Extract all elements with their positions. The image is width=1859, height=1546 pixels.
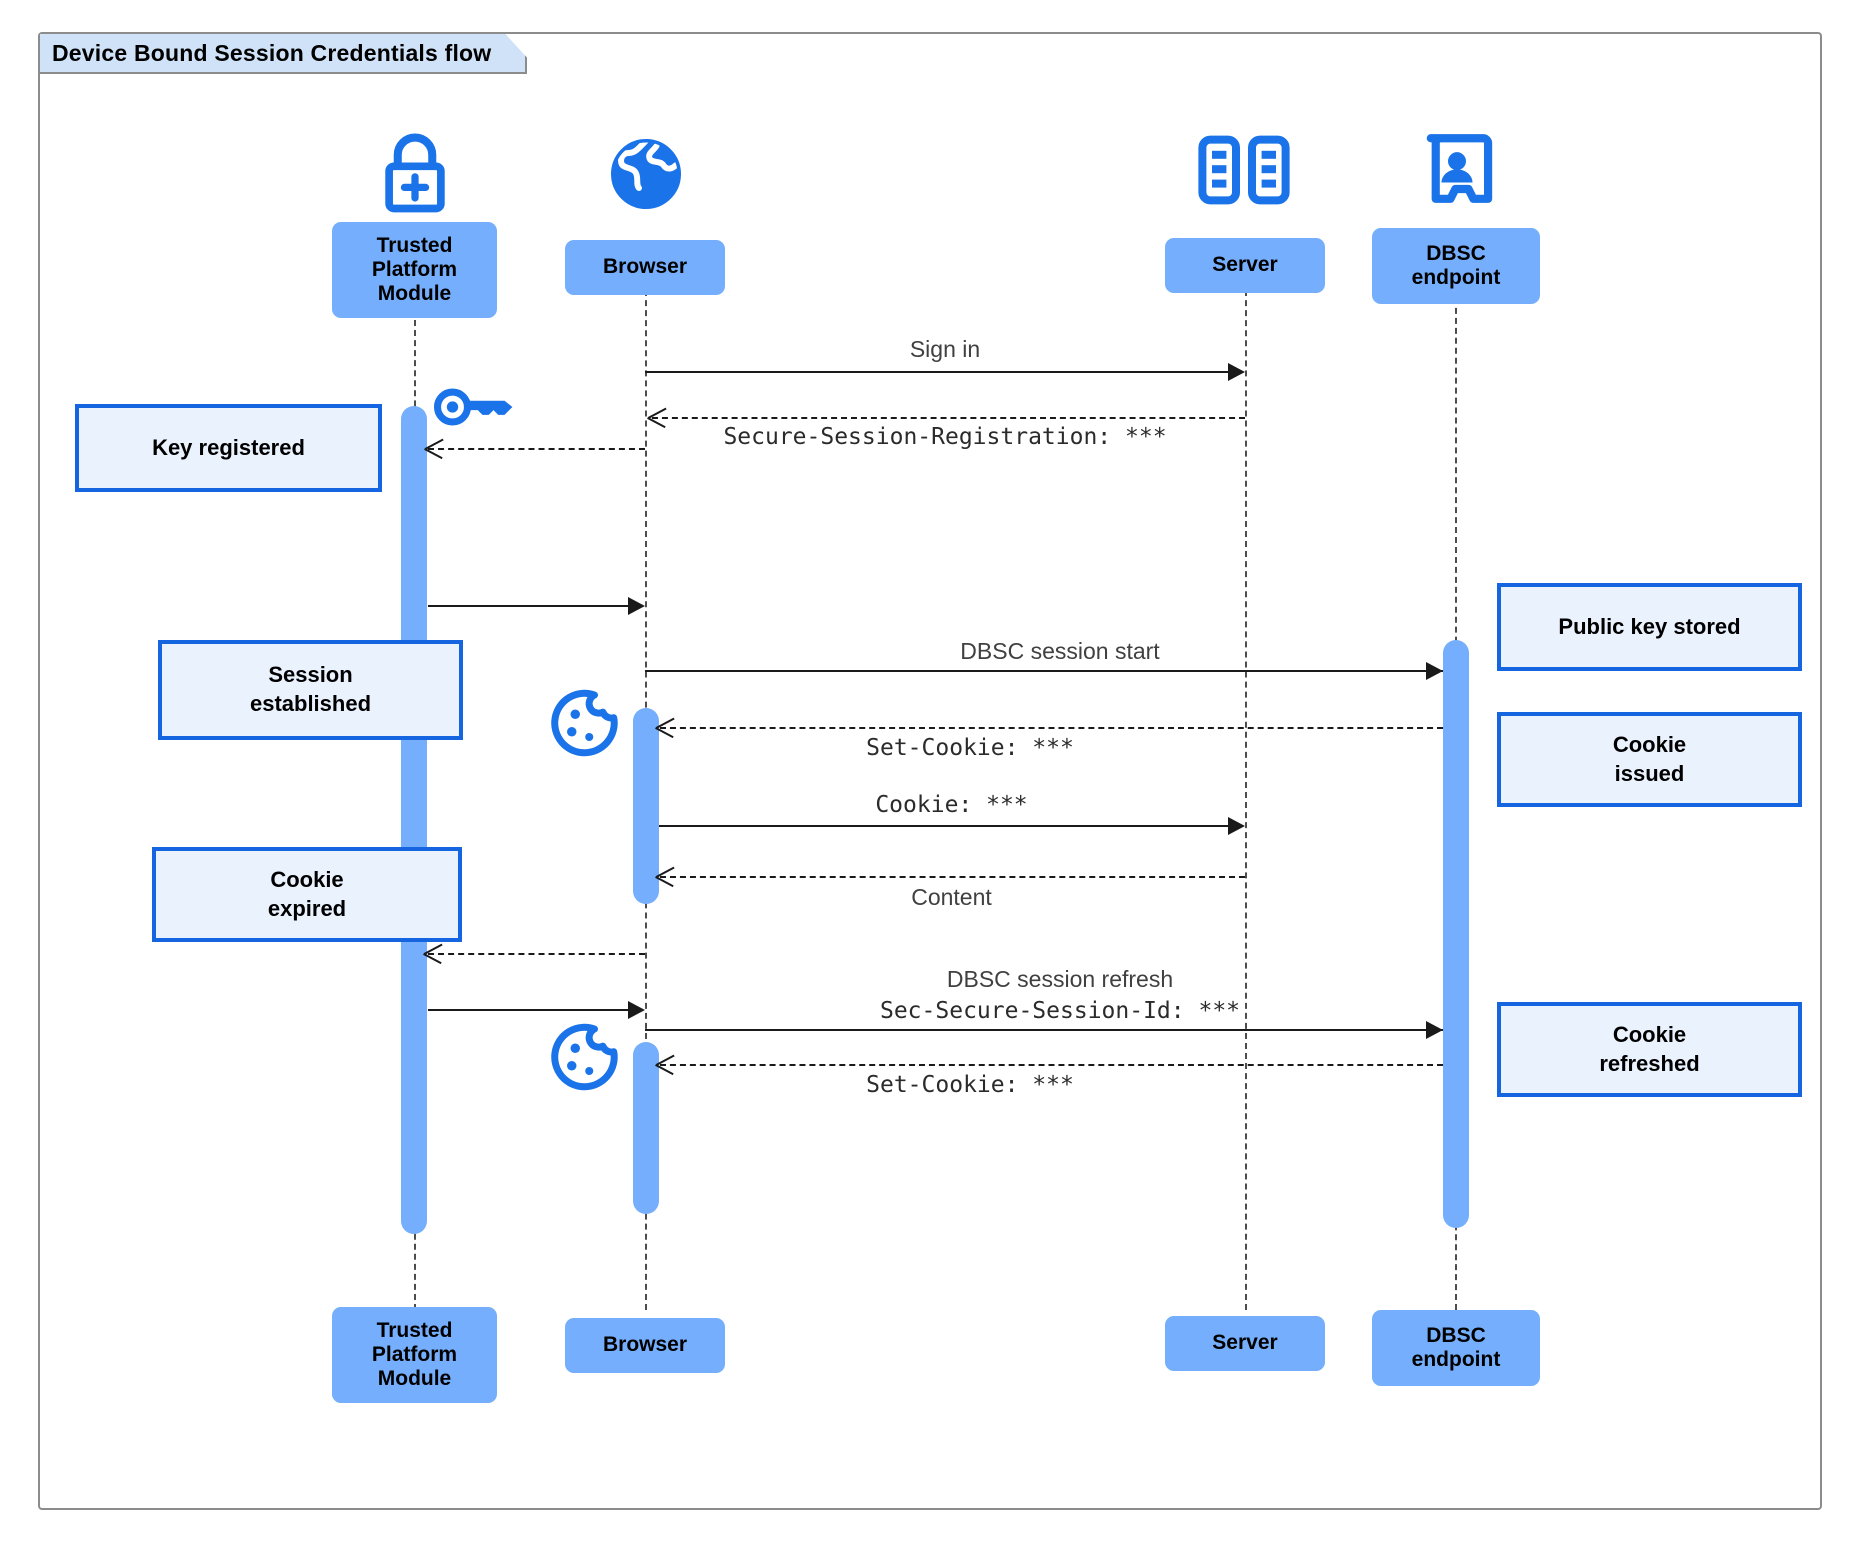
note-text-line: Cookie [270, 866, 344, 892]
participant-dbsc-top[interactable]: DBSC endpoint [1372, 228, 1540, 304]
message-line-cookie [659, 825, 1228, 827]
arrowhead-left [656, 717, 674, 737]
arrowhead-left [656, 866, 674, 886]
participant-label-line: DBSC [1426, 241, 1486, 265]
activation-bar-browser-1 [633, 708, 659, 904]
participant-label-line: Platform [371, 1342, 458, 1366]
message-line-session-refresh-request [645, 1029, 1443, 1031]
arrowhead-right [1426, 662, 1443, 680]
note-key-registered: Key registered [75, 404, 382, 492]
participant-label-line: endpoint [1411, 266, 1501, 289]
message-line-set-cookie-2 [660, 1064, 1443, 1066]
note-cookie-expired: Cookie expired [152, 847, 462, 942]
participant-browser-bottom[interactable]: Browser [565, 1318, 725, 1373]
lifeline-server [1245, 280, 1247, 1310]
participant-tpm-bottom[interactable]: Trusted Platform Module [332, 1307, 497, 1403]
note-text-line: Cookie [1612, 731, 1687, 757]
arrowhead-left [656, 1054, 674, 1074]
activation-bar-tpm [401, 406, 427, 1234]
id-badge-icon [1421, 130, 1493, 212]
arrowhead-right [628, 1001, 645, 1019]
note-text: Key registered [152, 434, 305, 460]
diagram-title-tab: Device Bound Session Credentials flow [40, 34, 527, 74]
participant-label-line: endpoint [1411, 1348, 1501, 1371]
arrowhead-left [425, 438, 443, 458]
participant-label-line: Browser [602, 255, 688, 279]
note-cookie-refreshed: Cookie refreshed [1497, 1002, 1802, 1097]
message-line-tpm-to-browser-1 [428, 605, 628, 607]
message-line-browser-to-tpm-1 [428, 448, 645, 450]
globe-icon [604, 132, 688, 216]
arrowhead-right [1228, 363, 1245, 381]
message-label-set-cookie-2: Set-Cookie: *** [866, 1072, 1074, 1098]
participant-dbsc-bottom[interactable]: DBSC endpoint [1372, 1310, 1540, 1386]
participant-label-line: Server [1212, 253, 1278, 277]
arrowhead-left [424, 943, 442, 963]
key-icon [432, 380, 514, 434]
lock-plus-icon [369, 128, 461, 220]
note-text-line: issued [1614, 760, 1685, 786]
cookie-icon [549, 1022, 619, 1092]
note-text-line: Session [268, 662, 353, 688]
participant-tpm-top[interactable]: Trusted Platform Module [332, 222, 497, 318]
participant-label-line: DBSC [1426, 1323, 1486, 1347]
participant-label-line: Trusted [376, 233, 453, 257]
message-line-dbsc-session-start [645, 670, 1443, 672]
message-label-sign-in: Sign in [909, 336, 981, 362]
note-session-established: Session established [158, 640, 463, 740]
participant-browser-top[interactable]: Browser [565, 240, 725, 295]
note-text: Public key stored [1558, 613, 1741, 639]
message-line-secure-session-registration [652, 417, 1245, 419]
message-label-cookie: Cookie: *** [875, 792, 1028, 818]
participant-label-line: Browser [602, 1333, 688, 1357]
note-text-line: refreshed [1599, 1050, 1700, 1076]
message-line-content [660, 876, 1245, 878]
message-line-browser-to-tpm-2 [428, 953, 645, 955]
note-public-key-stored: Public key stored [1497, 583, 1802, 671]
arrowhead-right [1426, 1021, 1443, 1039]
participant-label-line: Server [1212, 1331, 1278, 1355]
message-label-content: Content [911, 884, 992, 910]
participant-label-line: Trusted [376, 1318, 453, 1342]
message-line-tpm-to-browser-2 [428, 1009, 628, 1011]
server-racks-icon [1196, 132, 1292, 208]
diagram-title: Device Bound Session Credentials flow [52, 39, 492, 66]
participant-server-bottom[interactable]: Server [1165, 1316, 1325, 1371]
activation-bar-dbsc [1443, 640, 1469, 1228]
message-label-dbsc-session-refresh: DBSC session refresh [946, 966, 1174, 992]
participant-server-top[interactable]: Server [1165, 238, 1325, 293]
message-line-set-cookie-1 [660, 727, 1443, 729]
note-cookie-issued: Cookie issued [1497, 712, 1802, 807]
message-label-sec-secure-session-id: Sec-Secure-Session-Id: *** [879, 998, 1241, 1024]
activation-bar-browser-2 [633, 1042, 659, 1214]
message-label-set-cookie-1: Set-Cookie: *** [866, 735, 1074, 761]
cookie-icon [549, 688, 619, 758]
participant-label-line: Platform [371, 257, 458, 281]
note-text-line: expired [267, 895, 347, 921]
arrowhead-right [628, 597, 645, 615]
message-line-sign-in [645, 371, 1228, 373]
note-text-line: Cookie [1612, 1021, 1687, 1047]
participant-label-line: Module [377, 1367, 452, 1391]
note-text-line: established [249, 691, 372, 716]
arrowhead-right [1228, 817, 1245, 835]
message-label-dbsc-session-start: DBSC session start [960, 638, 1160, 664]
message-label-secure-session-registration: Secure-Session-Registration: *** [723, 424, 1167, 450]
participant-label-line: Module [377, 282, 452, 306]
